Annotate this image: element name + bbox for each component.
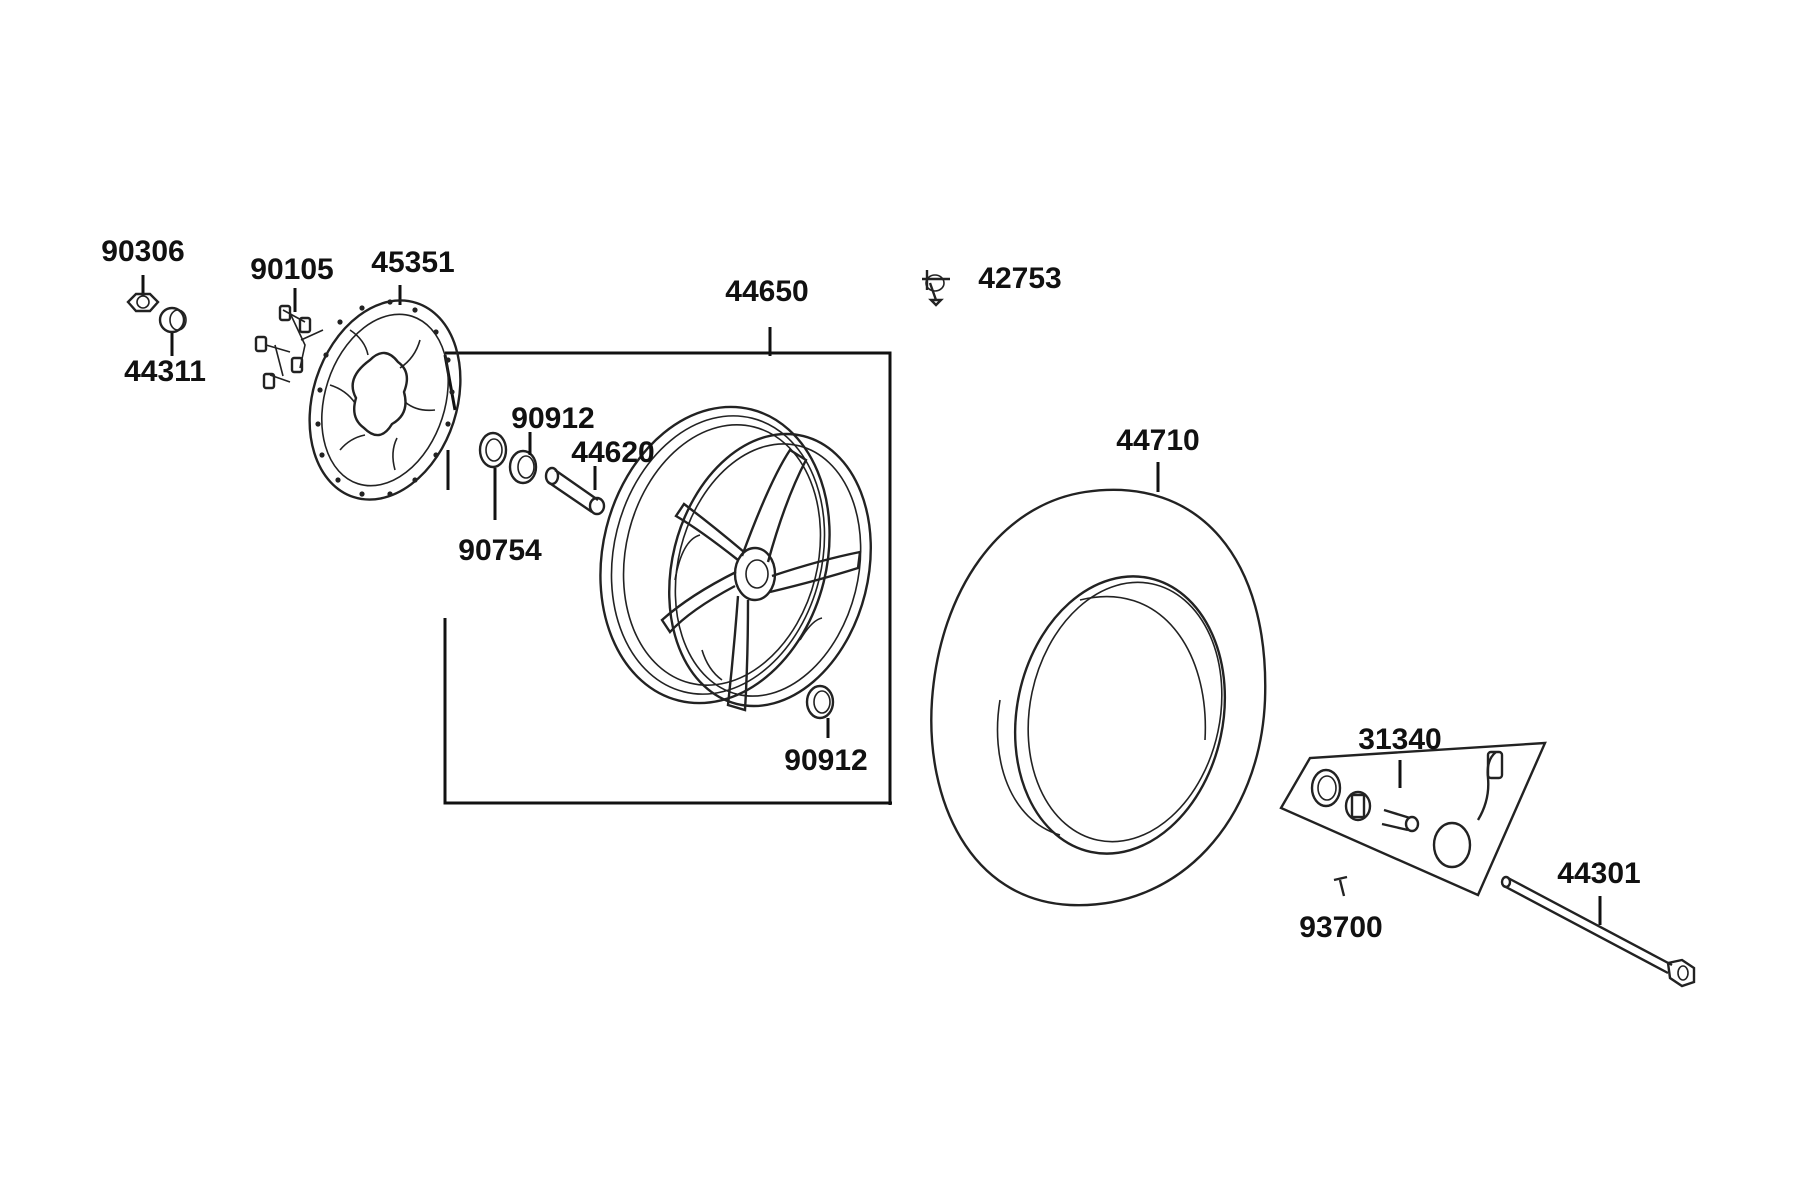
speedo-gear-31340 <box>1279 741 1547 897</box>
valve-42753 <box>922 270 950 307</box>
label-90912-upper: 90912 <box>511 402 594 435</box>
label-90912-lower: 90912 <box>784 744 867 777</box>
cast-wheel-44650 <box>599 405 872 712</box>
screw-93700 <box>1333 875 1348 897</box>
nut-90306 <box>126 275 160 313</box>
brake-disc-45351 <box>308 285 462 501</box>
collar-44311 <box>158 306 187 356</box>
label-44301: 44301 <box>1557 857 1640 890</box>
label-44650: 44650 <box>725 275 808 308</box>
label-44311: 44311 <box>124 355 206 388</box>
spacer-44620 <box>544 466 606 516</box>
label-31340: 31340 <box>1358 723 1441 756</box>
tire-44710 <box>930 462 1267 907</box>
oil-seal-90754 <box>478 431 508 520</box>
bearing-90912-upper <box>508 432 538 485</box>
label-45351: 45351 <box>371 246 454 279</box>
label-90306: 90306 <box>101 235 184 268</box>
bolts-90105 <box>254 288 324 390</box>
label-44620: 44620 <box>571 436 654 469</box>
label-93700: 93700 <box>1299 911 1382 944</box>
label-90105: 90105 <box>250 253 333 286</box>
label-44710: 44710 <box>1116 424 1199 457</box>
part-number-labels: 90306 44311 90105 45351 44650 42753 9091… <box>101 235 1640 944</box>
label-90754: 90754 <box>458 534 542 567</box>
bearing-90912-lower <box>805 684 835 738</box>
label-42753: 42753 <box>978 262 1061 295</box>
axle-44301 <box>1500 875 1696 988</box>
